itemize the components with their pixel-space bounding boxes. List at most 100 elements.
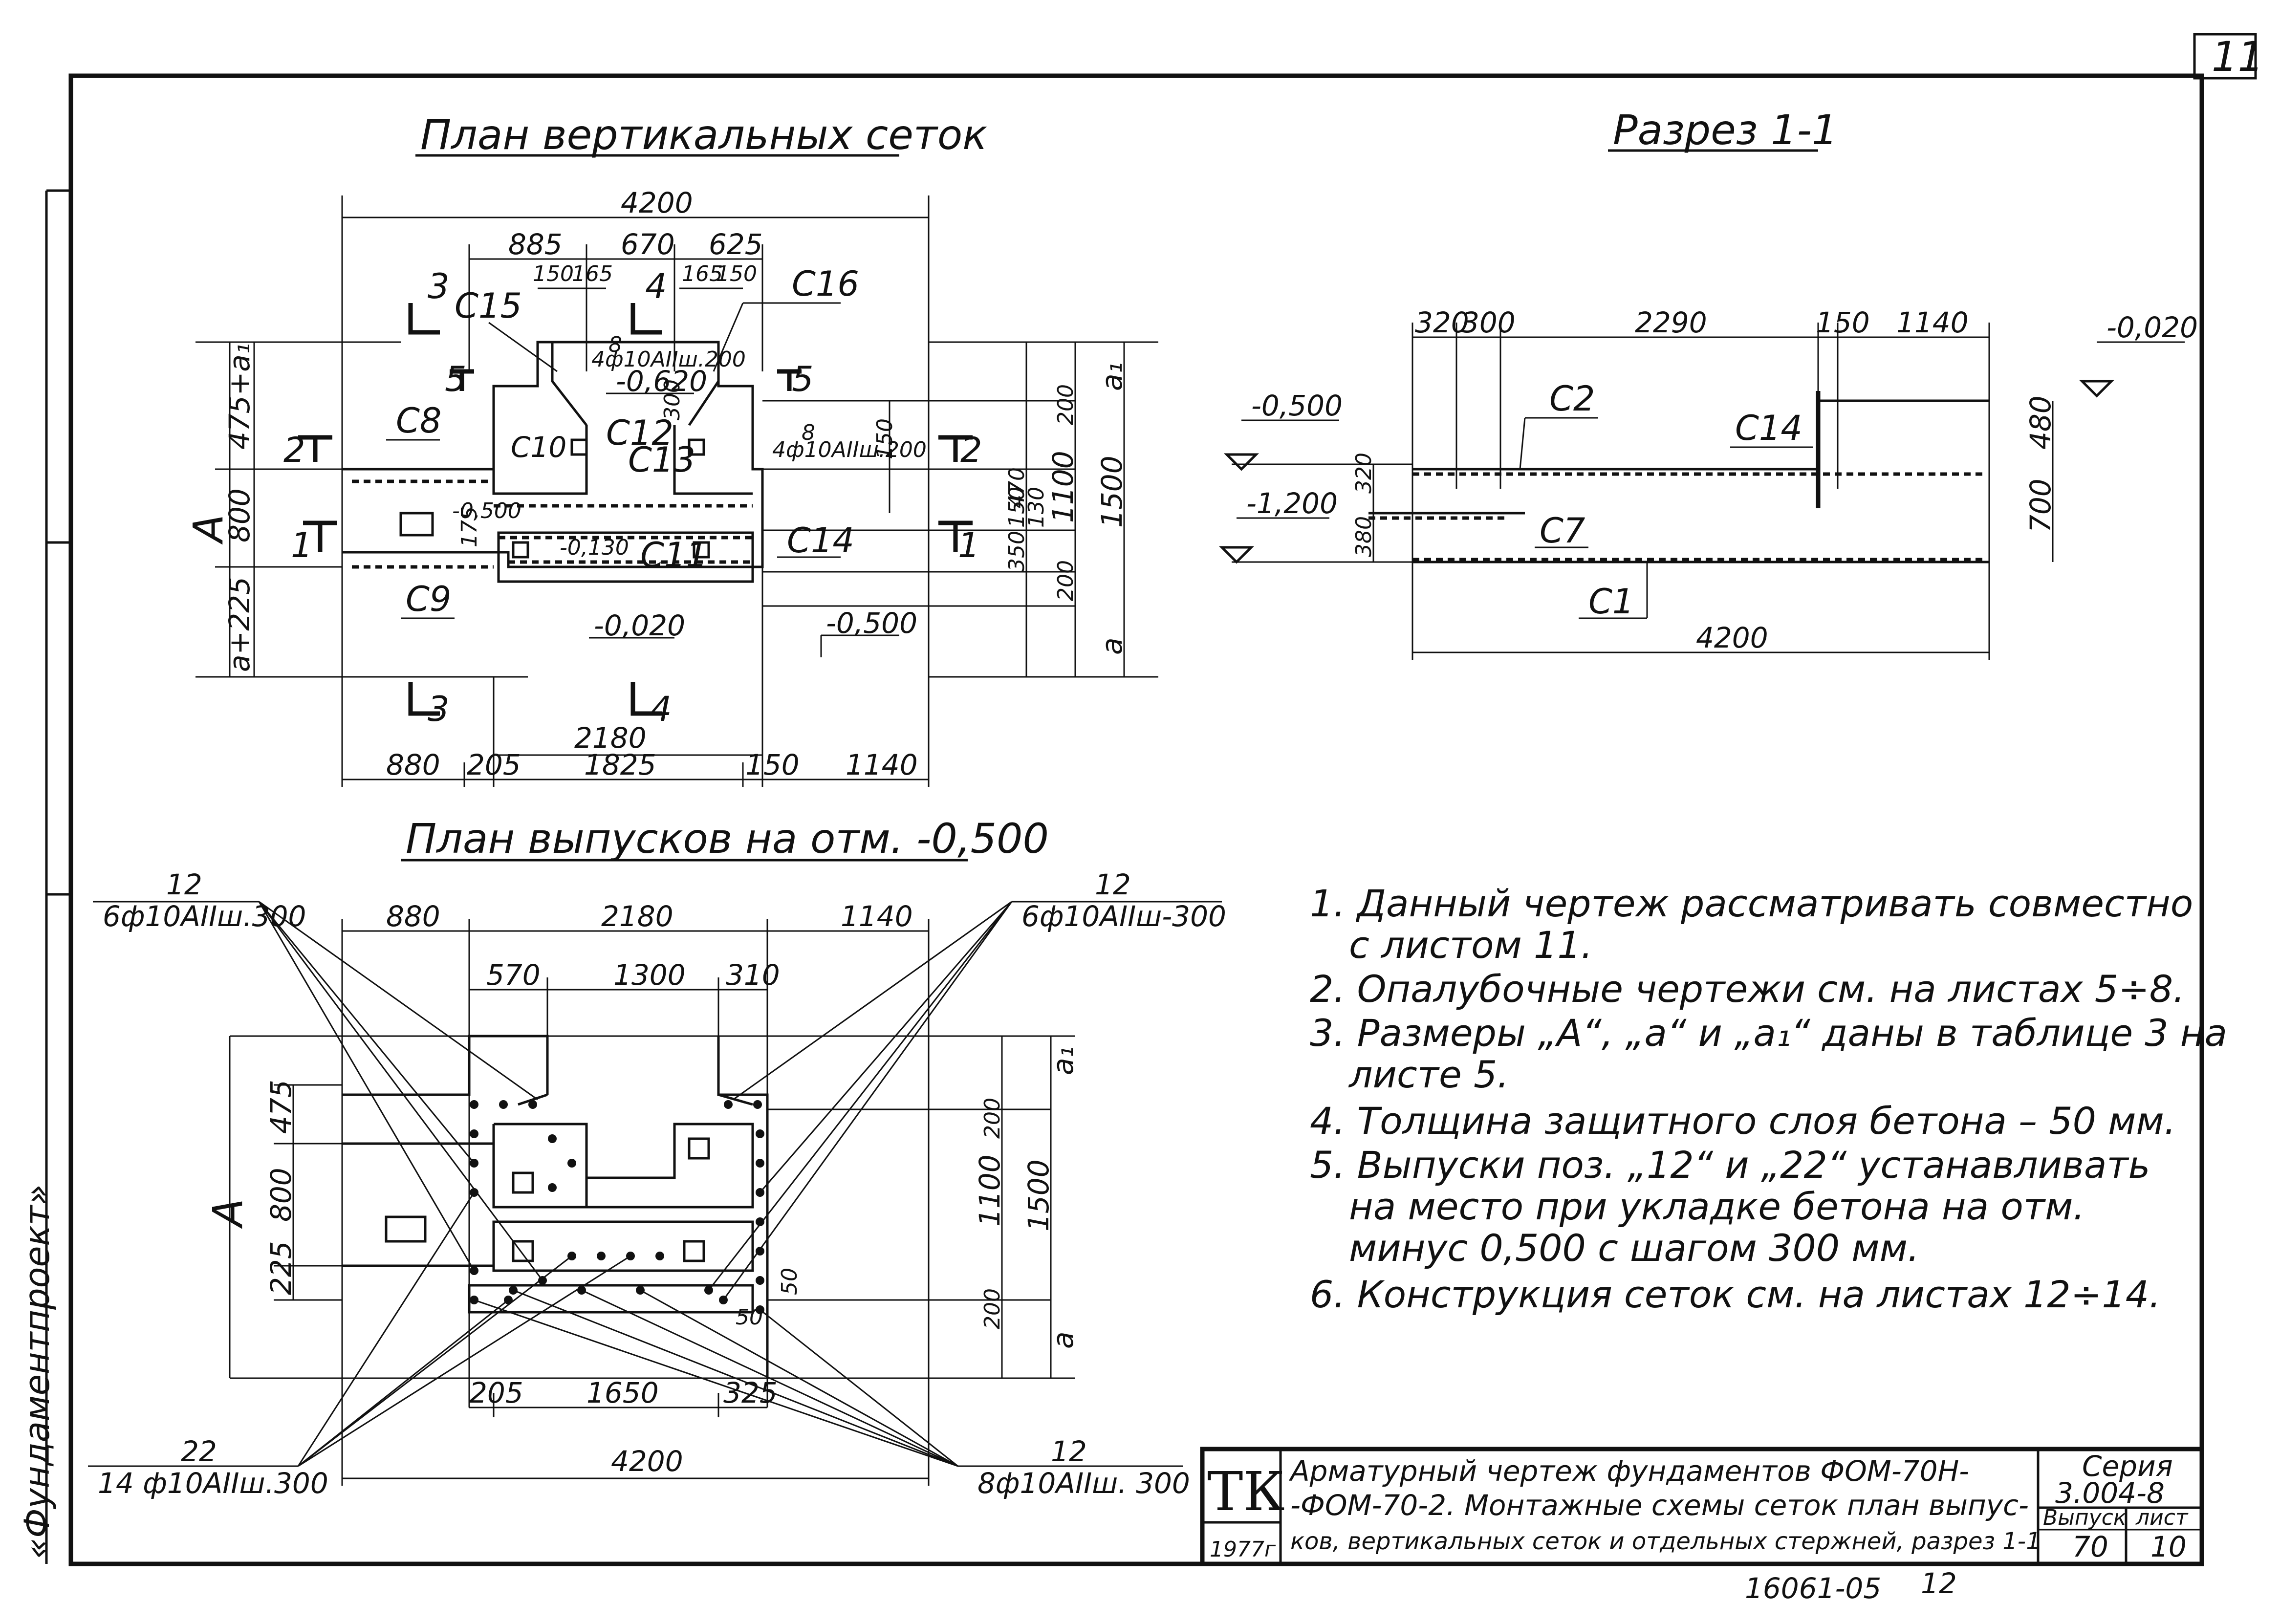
sec-mesh-c14: С14	[1735, 408, 1802, 448]
section-mark-2-right: 2	[960, 430, 982, 470]
sec-left-dim-320: 320	[1351, 453, 1376, 494]
plan-outlets-title: План выпусков на отм. -0,500	[406, 815, 1049, 863]
po-left-dim-225: 225	[264, 1241, 298, 1295]
pv-dim-150a: 150	[533, 261, 574, 286]
pv-mark-0500a: -0,500	[452, 498, 521, 523]
po-dim-570: 570	[486, 958, 541, 992]
po-dim-4200: 4200	[611, 1445, 683, 1478]
po-dim-1140: 1140	[841, 900, 913, 933]
mesh-c13-label: С13	[628, 440, 695, 480]
title-desc-3: ков, вертикальных сеток и отдельных стер…	[1290, 1528, 2041, 1555]
pv-dim-1140: 1140	[846, 748, 918, 781]
mesh-c16-label: С16	[792, 264, 859, 304]
section-mark-1-left: 1	[291, 525, 313, 565]
pv-dim-165a: 165	[572, 261, 613, 286]
section-mark-3-bottom: 3	[428, 689, 450, 729]
po-dim-205: 205	[469, 1376, 523, 1409]
po-right-label-a: а	[1046, 1331, 1080, 1349]
sec-dim-320: 320	[1415, 306, 1469, 339]
pv-left-dim-3: а+225	[223, 577, 256, 672]
pv-mark-0020: -0,020	[594, 609, 685, 642]
po-right-dim-1500: 1500	[1022, 1159, 1055, 1232]
section-mark-4-bottom: 4	[650, 689, 672, 729]
sheet-number-box	[2193, 33, 2257, 80]
mesh-c14-label: С14	[787, 520, 854, 561]
callout-tl-pos: 12	[166, 868, 202, 901]
pv-right-dim-350: 350	[1004, 531, 1029, 572]
po-left-dim-800: 800	[264, 1168, 298, 1222]
po-left-dim-475: 475	[264, 1080, 298, 1134]
mesh-c9-label: С9	[406, 579, 451, 619]
outlet-dots	[470, 1100, 764, 1314]
callout-tr-spec: 6ф10АIIш-300	[1021, 900, 1226, 933]
pv-dim-880: 880	[386, 748, 440, 781]
mesh-c11-label: С11	[640, 535, 708, 575]
pv-dim-150b: 150	[716, 261, 757, 286]
po-right-label-a1: а₁	[1046, 1046, 1080, 1075]
note-6: 6. Конструкция сеток см. на листах 12÷14…	[1310, 1273, 2161, 1316]
note-4: 4. Толщина защитного слоя бетона – 50 мм…	[1310, 1099, 2176, 1143]
title-desc-1: Арматурный чертеж фундаментов ФОМ-70Н-	[1288, 1454, 1969, 1488]
pv-dim-165b: 165	[682, 261, 723, 286]
archive-stamp-page: 12	[1921, 1567, 1957, 1600]
archive-stamp: 16061-05	[1745, 1572, 1881, 1605]
title-series-label: Серия	[2082, 1450, 2173, 1483]
pv-right-dim-1500: 1500	[1095, 455, 1129, 528]
pv-left-dim-1: 475+а₁	[223, 343, 256, 450]
notes: 1. Данный чертеж рассматривать совместно…	[1310, 882, 2227, 1316]
callout-br-pos: 12	[1051, 1435, 1087, 1468]
mesh-c15-label: С15	[455, 286, 522, 326]
pv-outline	[342, 341, 764, 568]
sec-mark-0020: -0,020	[2106, 311, 2198, 344]
pv-dim-2180: 2180	[574, 721, 647, 755]
note-3a: 3. Размеры „А“, „а“ и „а₁“ даны в таблиц…	[1310, 1011, 2227, 1055]
po-right-dim-200b: 200	[980, 1288, 1005, 1329]
pv-dim-4200: 4200	[621, 186, 693, 219]
callout-bl-pos: 22	[181, 1435, 217, 1468]
title-issue-value: 70	[2072, 1530, 2108, 1563]
sec-dim-150: 150	[1816, 306, 1870, 339]
mesh-c12-label: С12	[606, 413, 673, 453]
plan-vertical-meshes: План вертикальных сеток 4200 885 670 625…	[184, 111, 1158, 787]
sec-right-dim-700: 700	[2024, 478, 2057, 533]
pv-right-dim-470: 470	[1004, 467, 1029, 508]
po-right-dim-200a: 200	[980, 1098, 1005, 1139]
side-text: «Фундаментпроект»	[17, 1184, 57, 1559]
pv-note-bars-a: 4ф10АIIш.200	[591, 347, 746, 372]
po-dim-1650: 1650	[586, 1376, 659, 1409]
pv-note-175: 175	[457, 506, 482, 547]
sec-mark-0500: -0,500	[1251, 389, 1343, 422]
title-desc-2: -ФОМ-70-2. Монтажные схемы сеток план вы…	[1290, 1489, 2029, 1522]
pv-right-dim-300: 150	[872, 418, 897, 459]
note-1b: с листом 11.	[1349, 923, 1593, 967]
pv-left-dim-2: 800	[223, 488, 256, 542]
title-logo: ТК	[1207, 1460, 1285, 1523]
sec-dim-4200: 4200	[1696, 621, 1768, 654]
title-year: 1977г	[1210, 1537, 1276, 1562]
title-block: ТК 1977г Арматурный чертеж фундаментов Ф…	[1200, 1447, 2204, 1566]
pv-right-dim-130: 130	[1024, 487, 1049, 528]
pv-right-label-a: а	[1095, 637, 1129, 655]
title-sheet-label: лист	[2135, 1505, 2189, 1530]
pv-dim-205: 205	[467, 748, 521, 781]
pv-dim-670: 670	[621, 228, 675, 261]
note-5a: 5. Выпуски поз. „12“ и „22“ устанавливат…	[1310, 1143, 2150, 1187]
sec-mesh-c7: С7	[1540, 511, 1585, 551]
pv-mark-0500b: -0,500	[826, 606, 917, 640]
section-mark-1-right: 1	[958, 525, 980, 565]
pv-mark-0130: -0,130	[560, 535, 629, 560]
po-dim-1300: 1300	[613, 958, 686, 992]
section-mark-3-top: 3	[428, 266, 450, 306]
pv-left-label: А	[184, 515, 232, 545]
po-dim-310: 310	[726, 958, 780, 992]
sec-left-dim-380: 380	[1351, 516, 1376, 557]
pv-note-8a: 8	[608, 332, 622, 357]
pv-right-dim-200b: 200	[1053, 560, 1078, 601]
title-sheet-value: 10	[2150, 1530, 2187, 1563]
sec-dim-1140: 1140	[1896, 306, 1969, 339]
po-right-dim-1100: 1100	[973, 1154, 1006, 1227]
pv-note-8b: 8	[802, 420, 815, 445]
section-mark-2-left: 2	[283, 430, 305, 470]
plan-outlets: План выпусков на отм. -0,500 880 2180 11…	[88, 815, 1226, 1500]
